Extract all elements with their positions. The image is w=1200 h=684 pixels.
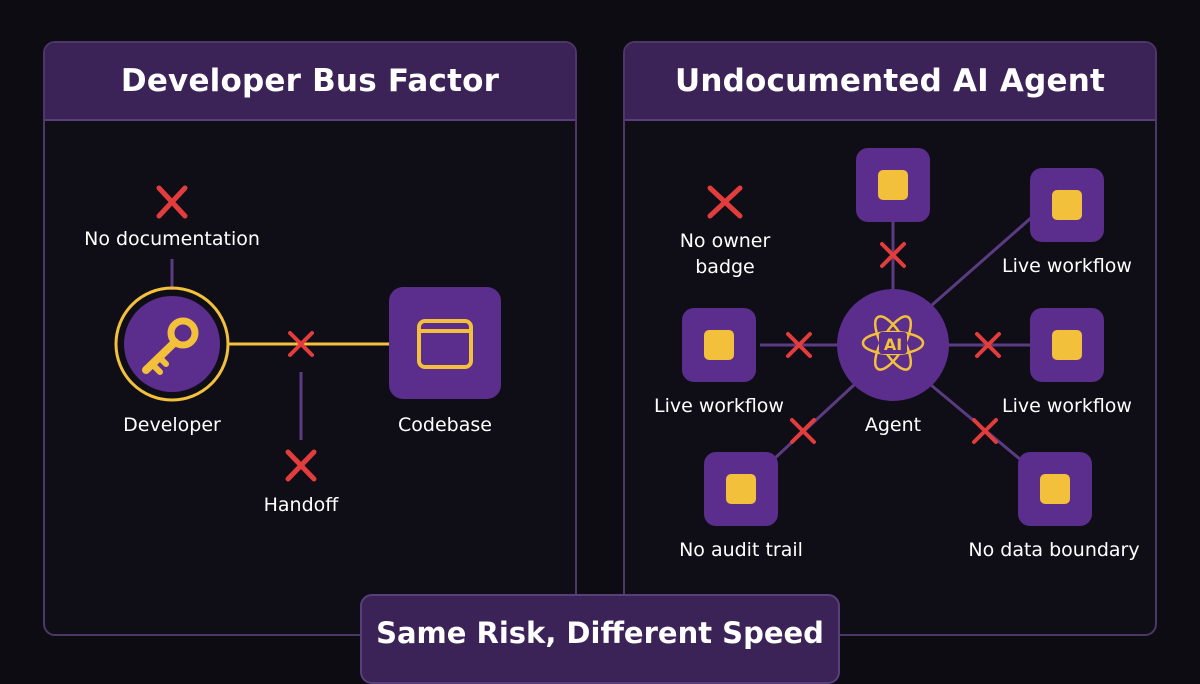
footer-title: Same Risk, Different Speed [376,616,824,650]
panel-title: Developer Bus Factor [120,63,500,99]
no-owner-label: No owner [680,230,771,252]
footer-banner: Same Risk, Different Speed [360,594,840,684]
workflow-node-data-boundary [1018,452,1092,526]
data-boundary-label: No data boundary [968,539,1139,561]
workflow-right-label: Live workflow [1002,395,1132,417]
cross-icon [975,332,1001,358]
panel-header: Developer Bus Factor [45,43,575,121]
workflow-node-left [682,308,756,382]
agent-node: AI [837,289,949,401]
workflow-node-top-right [1030,168,1104,242]
right-diagram: AI No owner badge Live workflow Live wor… [654,148,1140,561]
cross-icon [156,185,188,219]
audit-trail-label: No audit trail [679,539,803,561]
cross-icon [707,185,743,219]
panel-title: Undocumented AI Agent [674,63,1105,99]
workflow-node-top [856,148,930,222]
cross-icon [786,332,812,358]
developer-node [114,286,230,402]
no-owner-label-line2: badge [695,256,755,278]
agent-badge: AI [884,335,902,354]
developer-label: Developer [123,414,221,436]
window-icon [417,319,473,369]
codebase-node [389,287,501,399]
codebase-label: Codebase [398,414,492,436]
workflow-node-right [1030,308,1104,382]
handoff-label: Handoff [264,494,340,516]
cross-icon [288,331,314,357]
panel-header: Undocumented AI Agent [625,43,1155,121]
left-diagram: No documentation Developer Codebase Hand… [84,185,501,516]
workflow-top-right-label: Live workflow [1002,255,1132,277]
cross-icon [972,418,998,444]
agent-connectors [760,208,1041,472]
cross-icon [880,242,906,268]
no-documentation-label: No documentation [84,228,260,250]
workflow-node-audit [704,452,778,526]
key-icon [142,317,199,375]
cross-icon [285,449,317,482]
cross-icon [790,418,816,444]
workflow-left-label: Live workflow [654,395,784,417]
agent-label: Agent [865,414,921,436]
